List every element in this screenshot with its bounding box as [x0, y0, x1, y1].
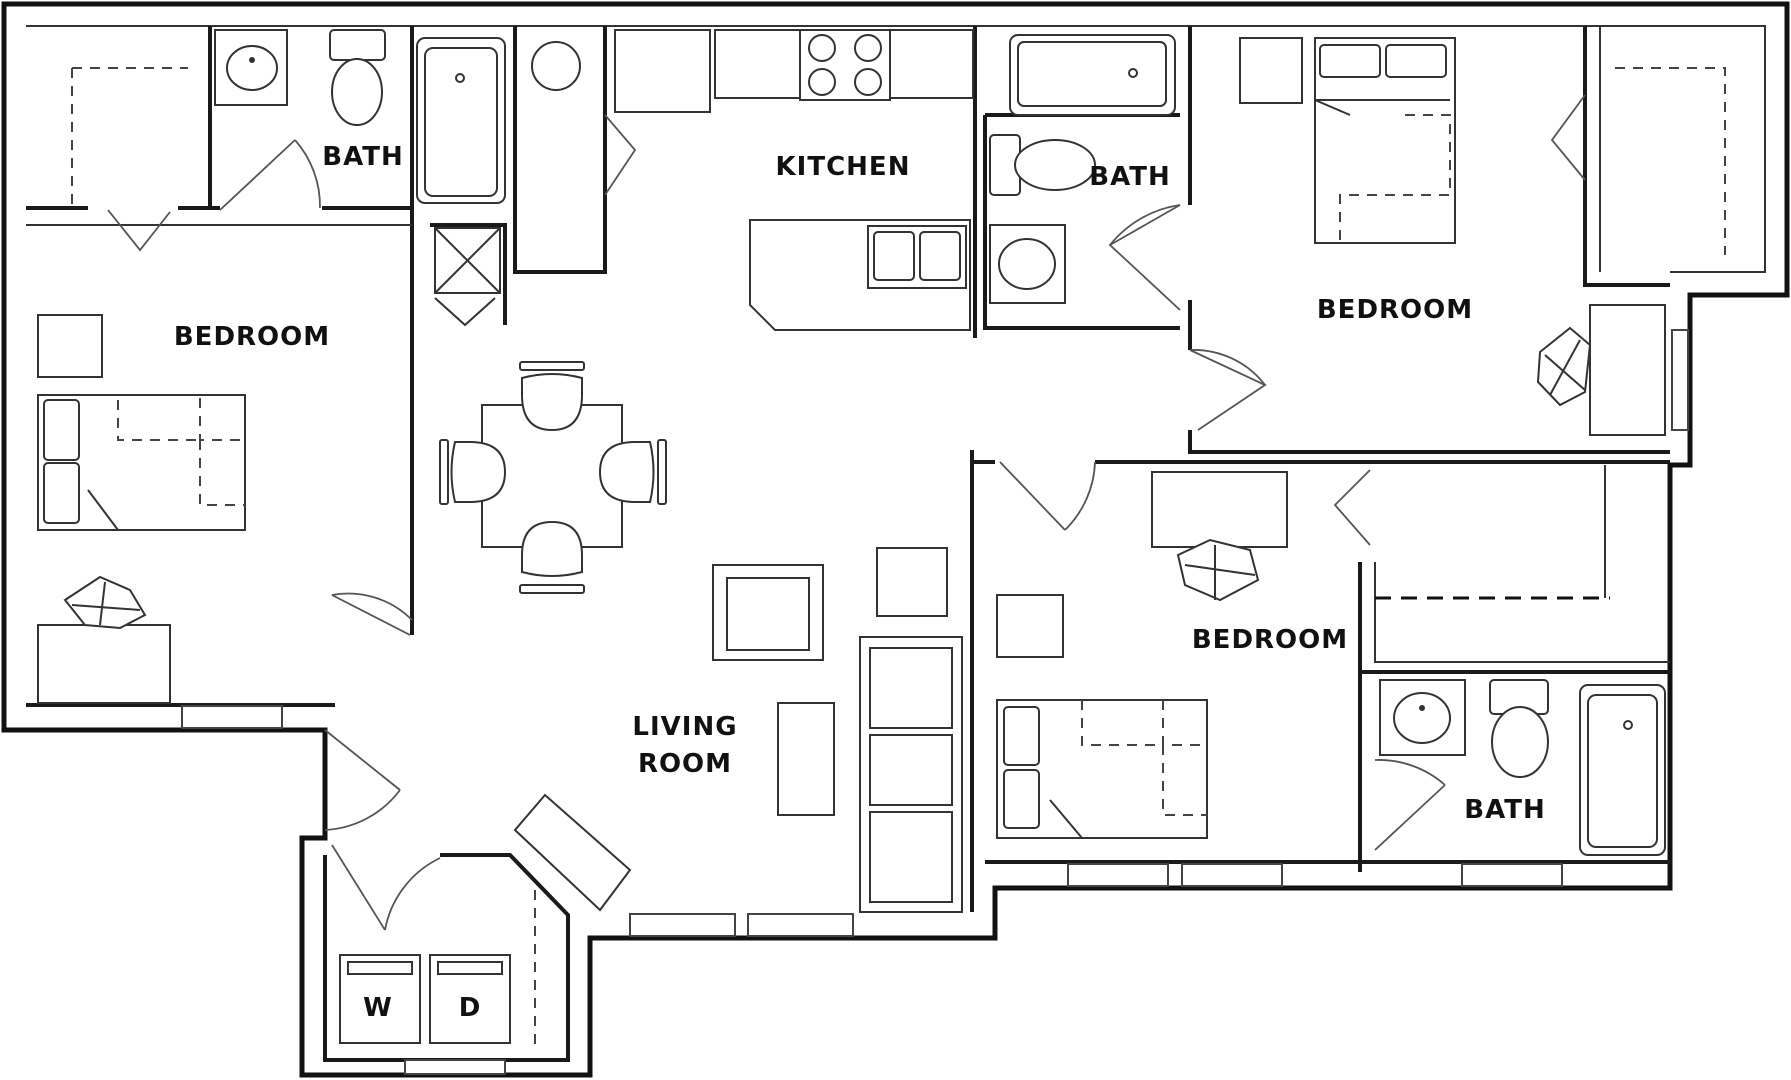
label-living-1: LIVING: [632, 712, 737, 742]
se-bath-fixtures: [1379, 679, 1666, 856]
se-bedroom-furniture: [996, 471, 1288, 839]
laundry-walls: [323, 853, 570, 1062]
nw-bedroom-furniture: [37, 314, 246, 704]
nw-walls: [26, 26, 414, 707]
label-living-2: ROOM: [638, 749, 732, 779]
label-bedroom-nw: BEDROOM: [174, 322, 330, 352]
se-walls: [970, 450, 1670, 912]
label-bedroom-se: BEDROOM: [1192, 625, 1348, 655]
label-kitchen: KITCHEN: [776, 152, 911, 182]
label-bath-se: BATH: [1464, 795, 1545, 825]
windows: [181, 329, 1689, 1075]
nw-bath-fixtures: [214, 29, 506, 204]
doors: [107, 94, 1586, 1050]
kitchen-walls: [430, 26, 977, 338]
label-bedroom-ne: BEDROOM: [1317, 295, 1473, 325]
dining-set: [439, 361, 667, 594]
laundry-appliances: [339, 954, 511, 1044]
label-bath-nw: BATH: [322, 142, 403, 172]
label-bath-ne: BATH: [1089, 162, 1170, 192]
inner-perimeter: [26, 25, 1766, 273]
label-washer: W: [363, 993, 393, 1023]
ne-bedroom-furniture: [1239, 37, 1726, 436]
living-furniture: [513, 547, 963, 913]
label-dryer: D: [459, 993, 482, 1023]
kitchen-fixtures: [434, 29, 974, 327]
ne-bath-fixtures: [989, 34, 1176, 304]
